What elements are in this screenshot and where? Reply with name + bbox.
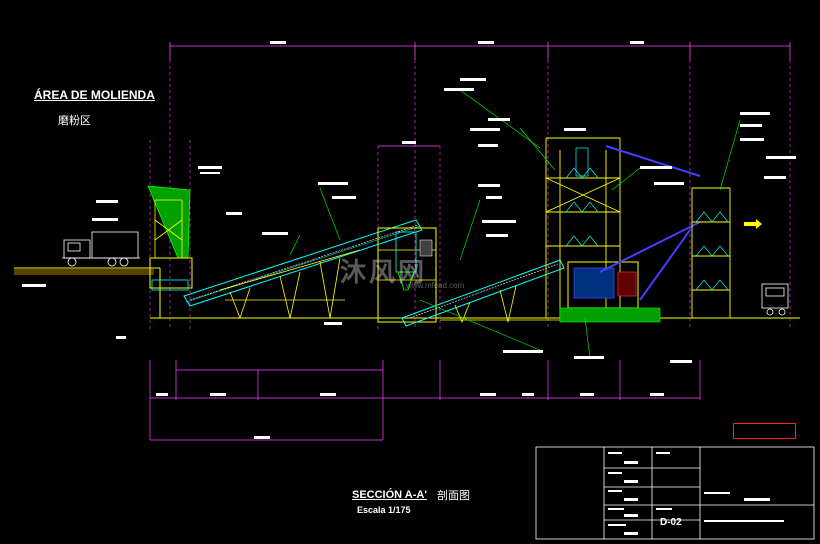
right-tower-stairs: [695, 211, 729, 291]
watermark-logo: 沐风网: [340, 257, 428, 287]
leader-lines: [289, 89, 741, 359]
duct-pipe: [599, 145, 701, 301]
conveyor-1-supports: [219, 249, 361, 320]
right-tower: [691, 187, 731, 318]
bottom-dimension-ticks: [156, 393, 664, 439]
area-title: ÁREA DE MOLIENDA: [34, 88, 155, 102]
feed-tower: [154, 199, 183, 258]
truck-left: [62, 231, 140, 267]
top-dimension-chain: [169, 42, 791, 147]
title-block-marks: [608, 452, 784, 535]
truck-right: [761, 283, 789, 316]
transfer-tower: [377, 227, 437, 323]
area-title-chinese: 磨粉区: [58, 115, 91, 127]
conveyor-2: [401, 259, 565, 327]
mill-tower-stairs: [565, 147, 599, 247]
watermark-url: www.mfcad.com: [406, 281, 465, 290]
sheet-number: D-02: [660, 517, 682, 528]
annotation-marks: [22, 78, 796, 363]
right-arrow: [744, 219, 762, 229]
vertical-guides: [149, 60, 791, 330]
top-dimension-ticks: [270, 41, 644, 144]
drawing-scale: Escala 1/175: [357, 505, 411, 515]
section-title: SECCIÓN A-A': [352, 489, 427, 501]
mill-tower: [545, 137, 621, 318]
section-title-chinese: 剖面图: [437, 490, 470, 502]
dump-hopper: [147, 185, 193, 291]
bottom-dimension-chain: [149, 360, 701, 441]
red-callout-box: [733, 423, 796, 439]
conveyor-2-supports: [440, 285, 560, 324]
title-block: [535, 446, 815, 540]
